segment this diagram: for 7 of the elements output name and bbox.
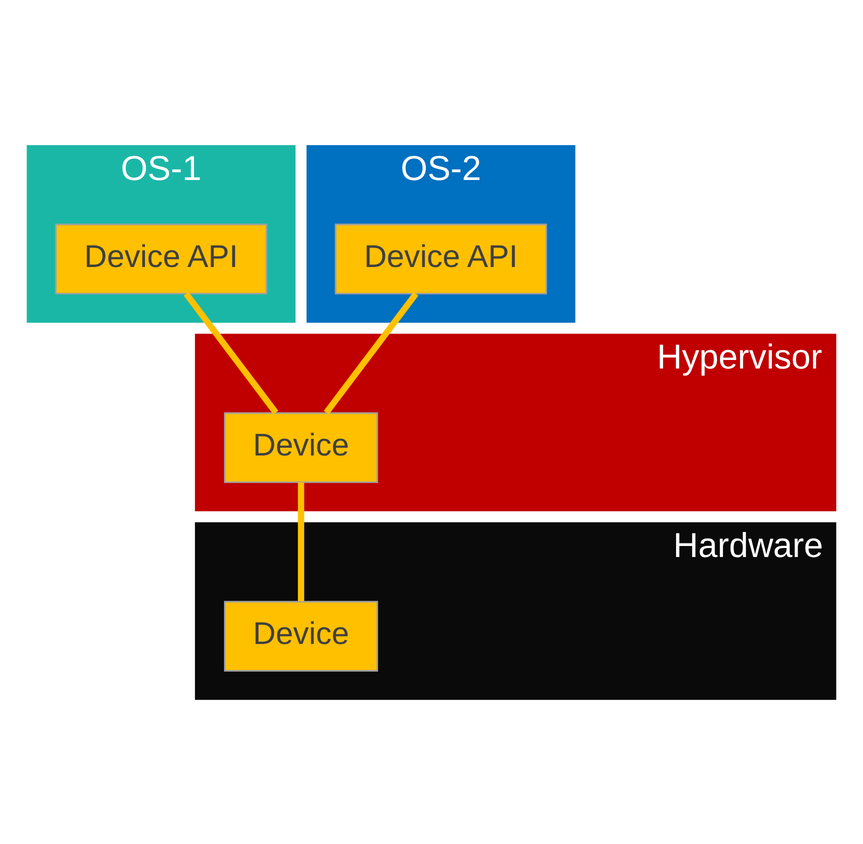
connector: [184, 291, 278, 414]
node-box: Device: [224, 600, 378, 672]
node-box: Device API: [334, 223, 548, 294]
node-box: Device API: [55, 223, 268, 294]
connector: [324, 291, 418, 414]
node-box: Device: [224, 412, 378, 483]
connector: [298, 482, 304, 601]
